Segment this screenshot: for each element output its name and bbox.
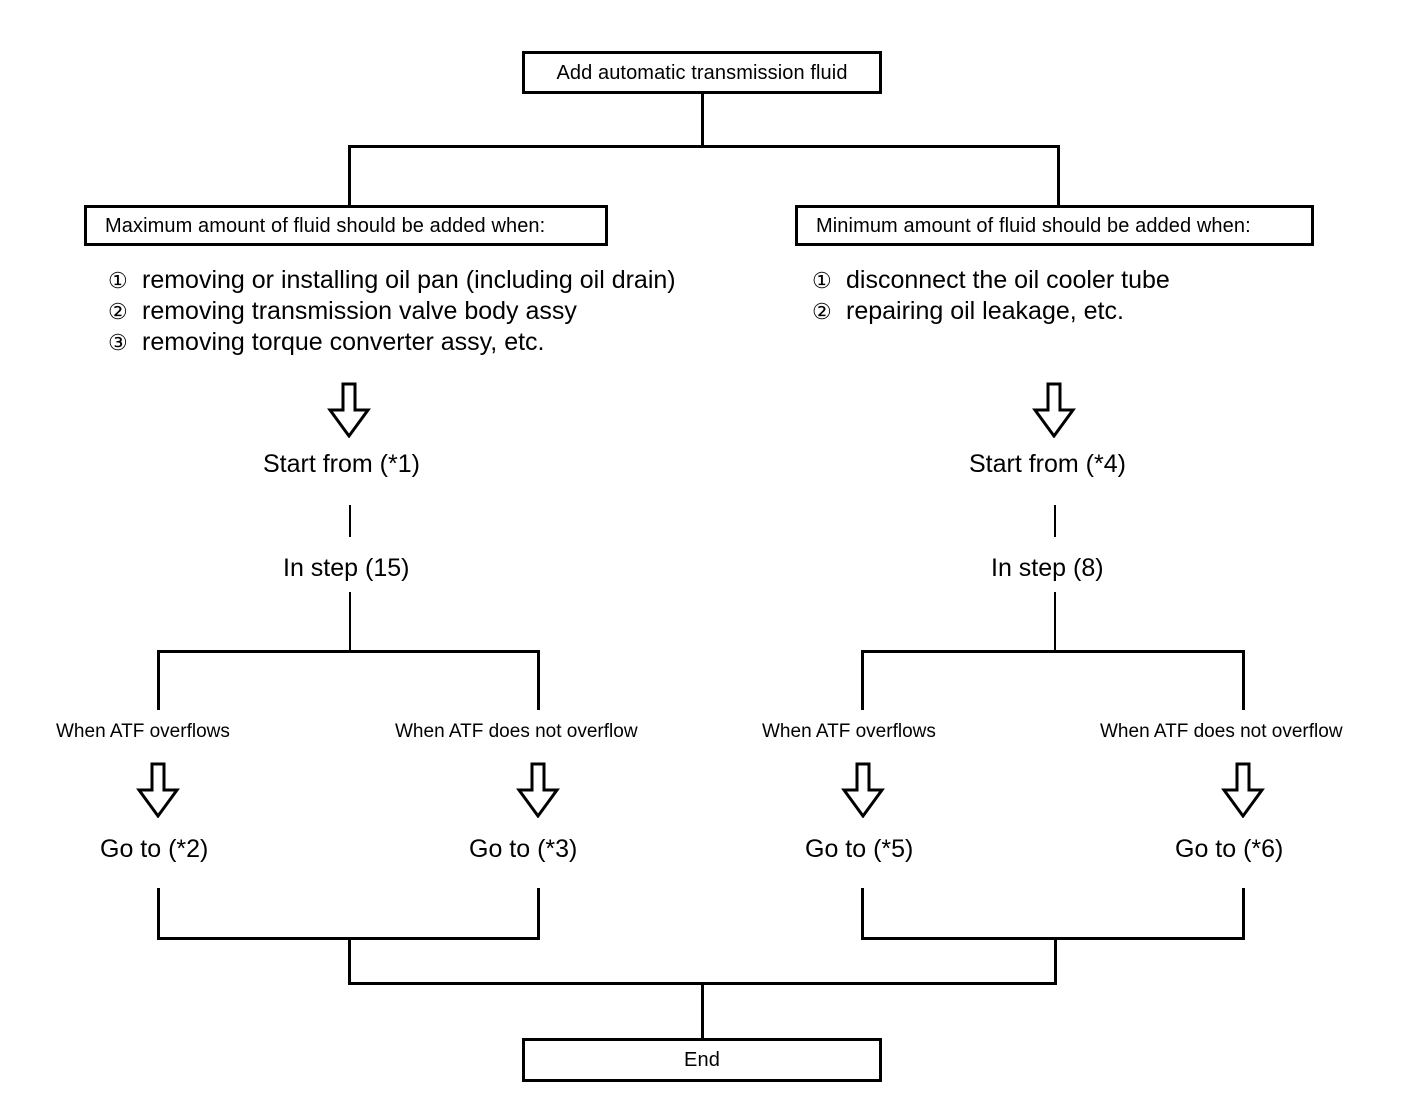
outcome-action-label-max-overflow: Go to (*2) — [100, 835, 209, 863]
outcome-action-label-max-no-overflow: Go to (*3) — [469, 835, 578, 863]
connector-step-down-left — [349, 592, 351, 652]
condition-list-maximum: ① removing or installing oil pan (includ… — [108, 265, 676, 358]
connector-outcome-right-2 — [1242, 650, 1245, 710]
connector-title-down — [701, 94, 704, 148]
connector-startfrom-to-step-right — [1054, 505, 1056, 537]
list-item-label: repairing oil leakage, etc. — [846, 297, 1124, 325]
list-item-number: ③ — [108, 330, 128, 355]
in-step-label-minimum: In step (8) — [991, 554, 1104, 582]
connector-outcome-split-bar-left — [157, 650, 540, 653]
connector-final-to-end — [701, 982, 704, 1038]
list-item: ① removing or installing oil pan (includ… — [108, 265, 676, 296]
outcome-action-label-min-overflow: Go to (*5) — [805, 835, 914, 863]
start-node-box: Add automatic transmission fluid — [522, 51, 882, 94]
end-node-box: End — [522, 1038, 882, 1082]
down-block-arrow-icon — [136, 762, 180, 818]
connector-startfrom-to-step-left — [349, 505, 351, 537]
list-item-number: ① — [108, 268, 128, 293]
list-item-label: removing torque converter assy, etc. — [142, 328, 545, 356]
outcome-action-label-min-no-overflow: Go to (*6) — [1175, 835, 1284, 863]
list-item: ③ removing torque converter assy, etc. — [108, 327, 676, 358]
list-item-number: ① — [812, 268, 832, 293]
end-node-label: End — [684, 1049, 720, 1071]
list-item-number: ② — [812, 299, 832, 324]
down-block-arrow-icon — [516, 762, 560, 818]
condition-list-minimum: ① disconnect the oil cooler tube ② repai… — [812, 265, 1170, 327]
in-step-label-maximum: In step (15) — [283, 554, 410, 582]
branch-header-label-maximum: Maximum amount of fluid should be added … — [105, 214, 546, 237]
connector-to-left-branch — [348, 145, 351, 207]
connector-outcome-split-bar-right — [861, 650, 1245, 653]
connector-final-drop-left — [348, 937, 351, 985]
list-item-label: removing or installing oil pan (includin… — [142, 266, 676, 294]
connector-merge-left-1 — [157, 888, 160, 940]
connector-merge-right-2 — [1242, 888, 1245, 940]
start-node-label: Add automatic transmission fluid — [556, 61, 848, 84]
outcome-condition-label-min-no-overflow: When ATF does not overflow — [1100, 721, 1343, 742]
outcome-condition-label-max-overflow: When ATF overflows — [56, 721, 230, 742]
list-item: ① disconnect the oil cooler tube — [812, 265, 1170, 296]
connector-step-down-right — [1054, 592, 1056, 652]
list-item-label: removing transmission valve body assy — [142, 297, 577, 325]
list-item-number: ② — [108, 299, 128, 324]
connector-outcome-right-1 — [861, 650, 864, 710]
down-block-arrow-icon — [1221, 762, 1265, 818]
connector-outcome-left-2 — [537, 650, 540, 710]
branch-header-label-minimum: Minimum amount of fluid should be added … — [816, 214, 1251, 237]
connector-outcome-left-1 — [157, 650, 160, 710]
list-item: ② repairing oil leakage, etc. — [812, 296, 1170, 327]
branch-header-box-minimum: Minimum amount of fluid should be added … — [795, 205, 1314, 246]
down-block-arrow-icon — [1032, 382, 1076, 438]
connector-merge-bar-right — [861, 937, 1245, 940]
outcome-condition-label-max-no-overflow: When ATF does not overflow — [395, 721, 638, 742]
down-block-arrow-icon — [327, 382, 371, 438]
connector-final-drop-right — [1054, 937, 1057, 985]
branch-header-box-maximum: Maximum amount of fluid should be added … — [84, 205, 608, 246]
list-item-label: disconnect the oil cooler tube — [846, 266, 1170, 294]
start-from-label-maximum: Start from (*1) — [263, 450, 420, 478]
connector-to-right-branch — [1057, 145, 1060, 207]
outcome-condition-label-min-overflow: When ATF overflows — [762, 721, 936, 742]
start-from-label-minimum: Start from (*4) — [969, 450, 1126, 478]
down-block-arrow-icon — [841, 762, 885, 818]
list-item: ② removing transmission valve body assy — [108, 296, 676, 327]
connector-merge-left-2 — [537, 888, 540, 940]
connector-merge-right-1 — [861, 888, 864, 940]
connector-top-split-bar — [348, 145, 1060, 148]
